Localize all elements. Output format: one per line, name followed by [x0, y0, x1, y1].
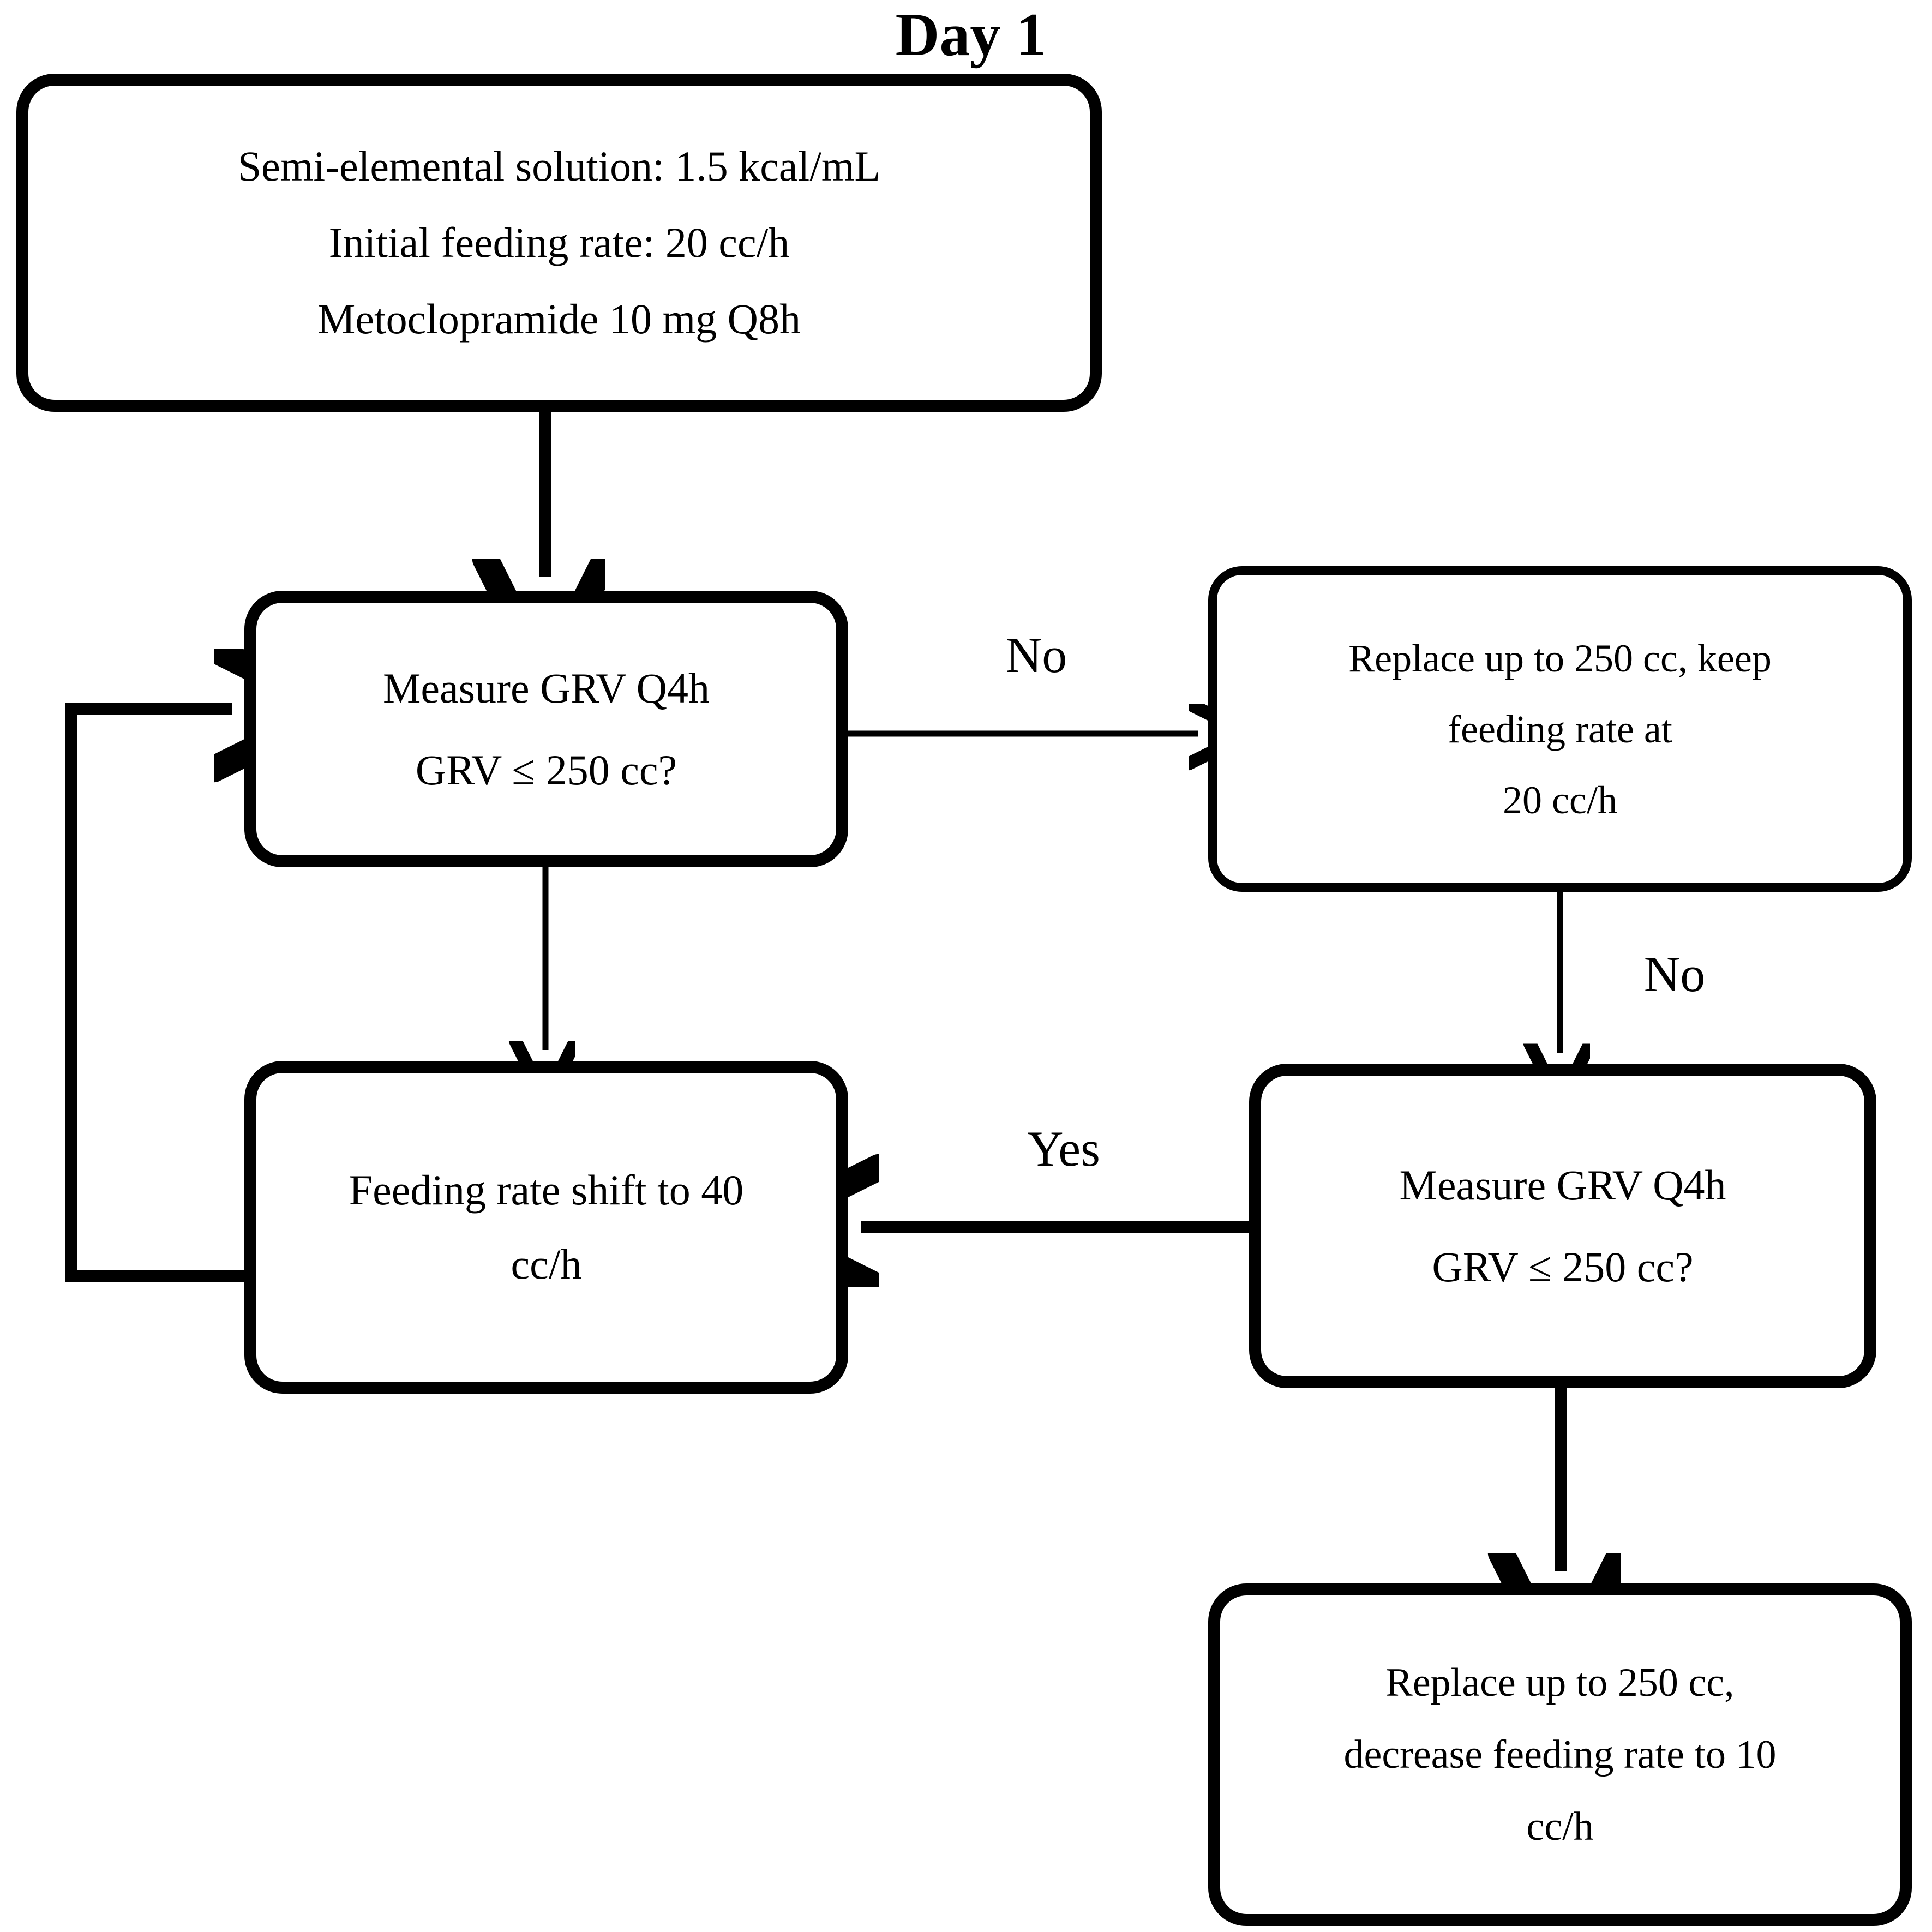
day1-protocol-box[interactable]: Semi-elemental solution: 1.5 kcal/mL Ini… — [16, 74, 1102, 412]
replacekeep-line-3: 20 cc/h — [1503, 778, 1617, 822]
replacedecrease-line-3: cc/h — [1526, 1804, 1594, 1849]
measure1-line-1: Measure GRV Q4h — [383, 664, 710, 712]
edge-label-yes: Yes — [1027, 1121, 1100, 1177]
measure-grv-decision-1[interactable]: Measure GRV Q4h GRV ≤ 250 cc? — [244, 591, 848, 867]
measure1-line-2: GRV ≤ 250 cc? — [415, 746, 677, 794]
shift40-line-2: cc/h — [511, 1240, 582, 1288]
replacekeep-line-2: feeding rate at — [1448, 707, 1672, 751]
replacekeep-line-1: Replace up to 250 cc, keep — [1348, 636, 1772, 680]
protocol-line-1: Semi-elemental solution: 1.5 kcal/mL — [237, 142, 881, 190]
page-title: Day 1 — [895, 1, 1047, 69]
measure2-line-1: Measure GRV Q4h — [1399, 1161, 1726, 1209]
protocol-line-3: Metoclopramide 10 mg Q8h — [317, 295, 801, 343]
edge-label-no-right: No — [1643, 946, 1706, 1002]
edge-shift40-feedback-loop — [65, 709, 244, 1282]
measure-grv-decision-2[interactable]: Measure GRV Q4h GRV ≤ 250 cc? — [1249, 1064, 1876, 1388]
replacedecrease-line-1: Replace up to 250 cc, — [1385, 1660, 1735, 1705]
shift40-line-1: Feeding rate shift to 40 — [349, 1166, 744, 1214]
replace-decrease-rate-box[interactable]: Replace up to 250 cc, decrease feeding r… — [1208, 1583, 1912, 1926]
replace-keep-rate-box[interactable]: Replace up to 250 cc, keep feeding rate … — [1208, 566, 1912, 892]
replacedecrease-line-2: decrease feeding rate to 10 — [1343, 1732, 1777, 1777]
edge-label-no-top: No — [1005, 627, 1067, 683]
protocol-line-2: Initial feeding rate: 20 cc/h — [328, 219, 790, 266]
measure2-line-2: GRV ≤ 250 cc? — [1432, 1243, 1694, 1291]
feeding-rate-shift-box[interactable]: Feeding rate shift to 40 cc/h — [244, 1061, 848, 1394]
